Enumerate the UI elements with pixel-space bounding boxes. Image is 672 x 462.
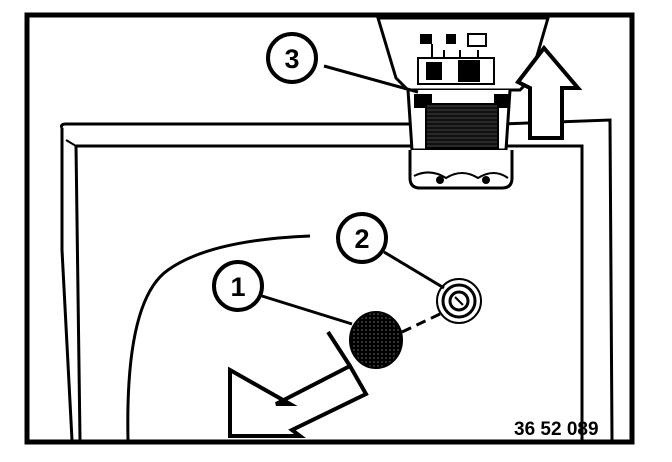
connection-dashes bbox=[401, 312, 441, 334]
screw-component bbox=[436, 278, 482, 324]
housing-component bbox=[375, 16, 550, 190]
callout-1-circle bbox=[212, 260, 264, 312]
callout-2: 2 bbox=[336, 212, 388, 264]
callout-3-label: 3 bbox=[284, 44, 299, 74]
callout-2-circle bbox=[336, 212, 388, 264]
outer-frame bbox=[24, 12, 635, 445]
callout-1: 1 bbox=[212, 260, 264, 312]
callout-3: 3 bbox=[266, 32, 318, 84]
leader-lines bbox=[261, 64, 445, 326]
figure-number: 36 52 089 bbox=[514, 419, 599, 440]
callout-2-label: 2 bbox=[354, 224, 369, 254]
plug-component bbox=[349, 311, 403, 369]
removal-arrow-down bbox=[228, 363, 369, 438]
callout-3-circle bbox=[266, 32, 318, 84]
callout-1-label: 1 bbox=[230, 272, 245, 302]
removal-arrow-up bbox=[514, 44, 583, 140]
trim-curve bbox=[126, 234, 311, 441]
removal-arrow-down-shaft bbox=[326, 330, 352, 368]
